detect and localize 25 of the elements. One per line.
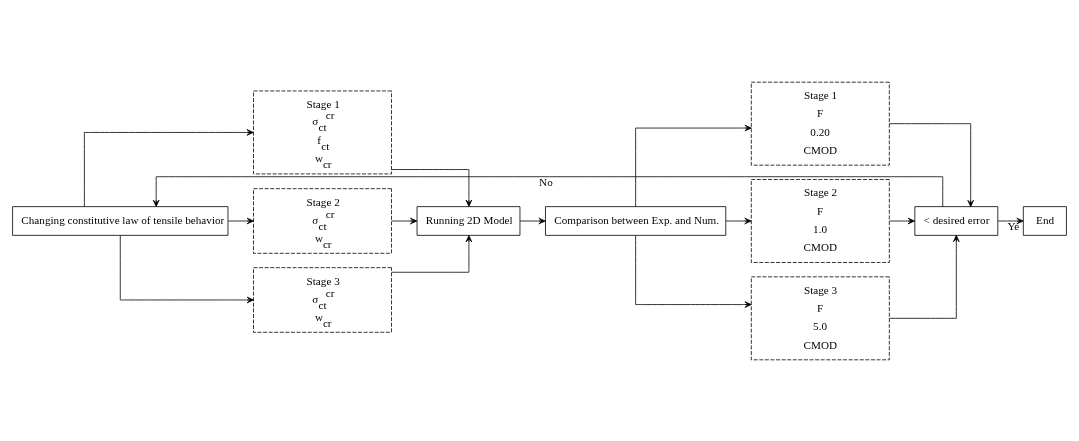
arrow — [888, 122, 974, 207]
arrow — [725, 217, 752, 224]
arrow — [889, 217, 915, 224]
edge-label: No — [539, 175, 553, 188]
arrow — [519, 217, 546, 224]
arrow — [391, 234, 473, 273]
node-box: Stage 1 F 0.20 CMOD — [750, 81, 890, 166]
arrow — [83, 128, 254, 207]
arrow — [391, 217, 418, 224]
node-box: End — [1022, 205, 1067, 236]
arrow — [997, 217, 1024, 224]
edge-label: Ye — [1007, 219, 1020, 232]
arrow — [152, 175, 944, 207]
node-box: < desired error — [914, 205, 999, 236]
arrow — [391, 168, 473, 207]
arrow — [119, 234, 254, 303]
arrow — [889, 234, 960, 319]
node-box: Running 2D Model — [416, 205, 521, 236]
node-box: Comparison between Exp. and Num. — [545, 205, 727, 236]
arrow — [635, 124, 752, 207]
node-box: Changing constitutive law of tensile behavior — [12, 205, 229, 236]
node-box: Stage 3 F 5.0 CMOD — [750, 275, 890, 360]
node-box: Stage 2 F 1.0 CMOD — [750, 178, 890, 263]
arrow — [227, 217, 254, 224]
arrow — [635, 234, 752, 308]
